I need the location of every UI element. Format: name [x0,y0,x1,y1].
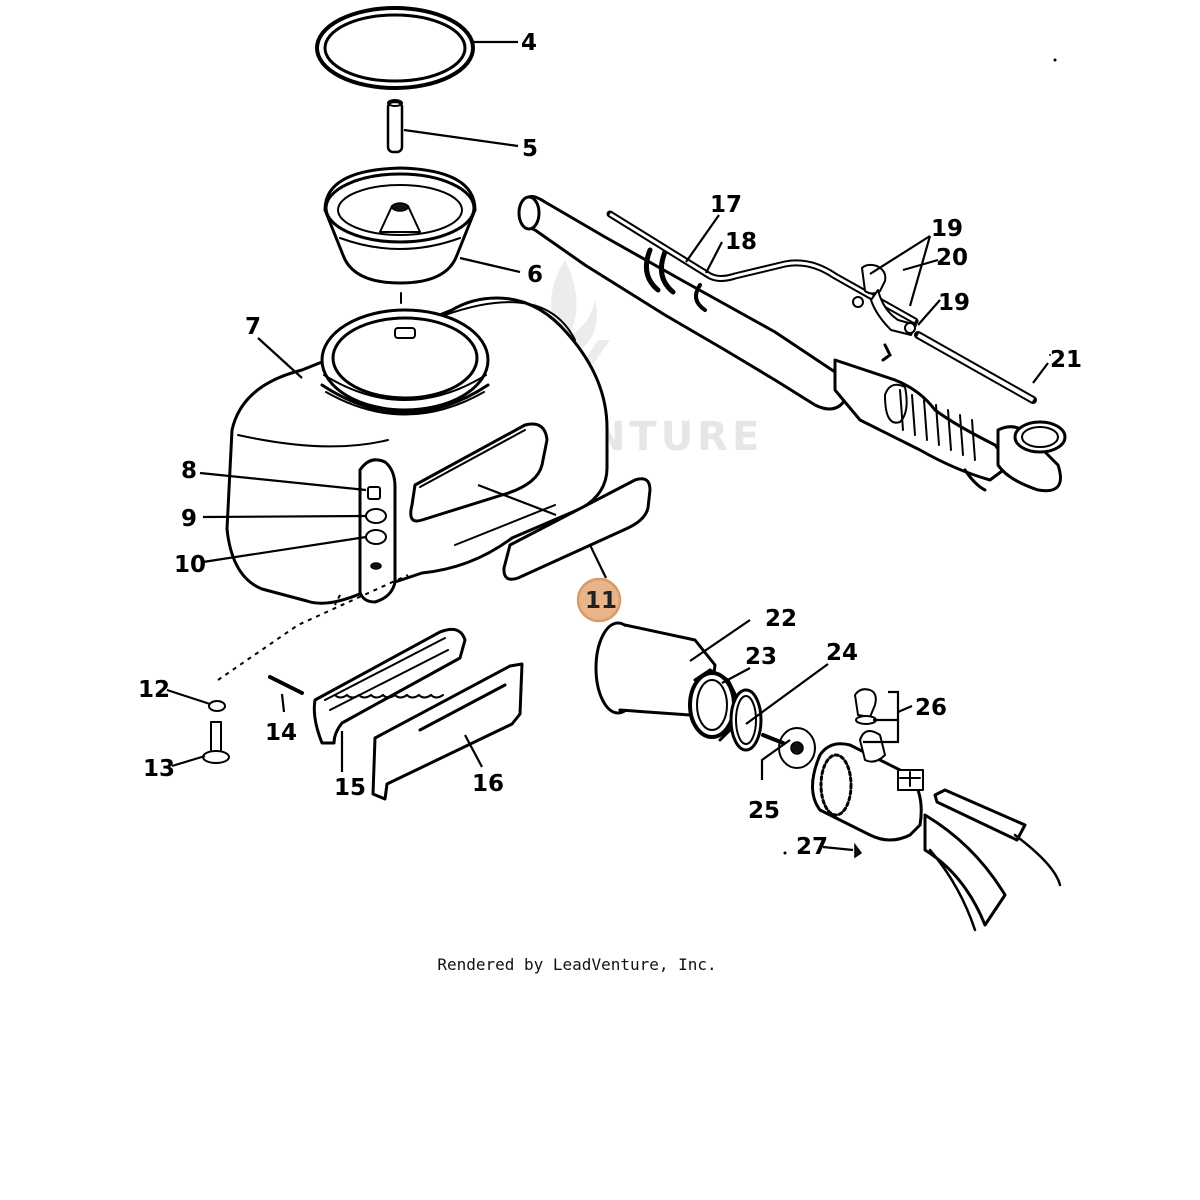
part-4-oring [315,6,518,90]
callout-18[interactable]: 18 [725,229,757,255]
callout-11[interactable]: 11 [585,588,617,614]
callout-labels: 4 5 6 7 8 9 10 11 12 13 14 15 16 17 18 1… [138,30,1082,860]
part-11-pad [477,477,652,581]
callout-22[interactable]: 22 [765,606,797,632]
callout-7[interactable]: 7 [245,314,261,340]
rendered-by-credit: Rendered by LeadVenture, Inc. [437,955,716,974]
highlight-marker [576,577,622,623]
parts-12-13-14 [166,574,409,768]
callout-9[interactable]: 9 [181,506,197,532]
callout-23[interactable]: 23 [745,644,777,670]
callout-15[interactable]: 15 [334,775,366,801]
callout-27[interactable]: 27 [796,834,828,860]
callout-16[interactable]: 16 [472,771,504,797]
outlet-assembly [594,619,1062,932]
callout-17[interactable]: 17 [710,192,742,218]
callout-10[interactable]: 10 [174,552,206,578]
callout-20[interactable]: 20 [936,245,968,271]
callout-26[interactable]: 26 [915,695,947,721]
callout-4[interactable]: 4 [521,30,537,56]
callout-21[interactable]: 21 [1050,347,1082,373]
callout-5[interactable]: 5 [522,136,538,162]
callout-13[interactable]: 13 [143,756,175,782]
callout-6[interactable]: 6 [527,262,543,288]
part-15-bracket [312,627,467,772]
callout-19-top[interactable]: 19 [931,216,963,242]
part-7-tank [199,296,609,606]
hose-assembly [517,195,1067,493]
callout-14[interactable]: 14 [265,720,297,746]
callout-25[interactable]: 25 [748,798,780,824]
callout-8[interactable]: 8 [181,458,197,484]
callout-24[interactable]: 24 [826,640,858,666]
callout-19-bottom[interactable]: 19 [938,290,970,316]
part-6-strainer [323,166,521,304]
callout-12[interactable]: 12 [138,677,170,703]
part-5-pin [386,99,519,154]
part-16-tray [371,662,524,801]
